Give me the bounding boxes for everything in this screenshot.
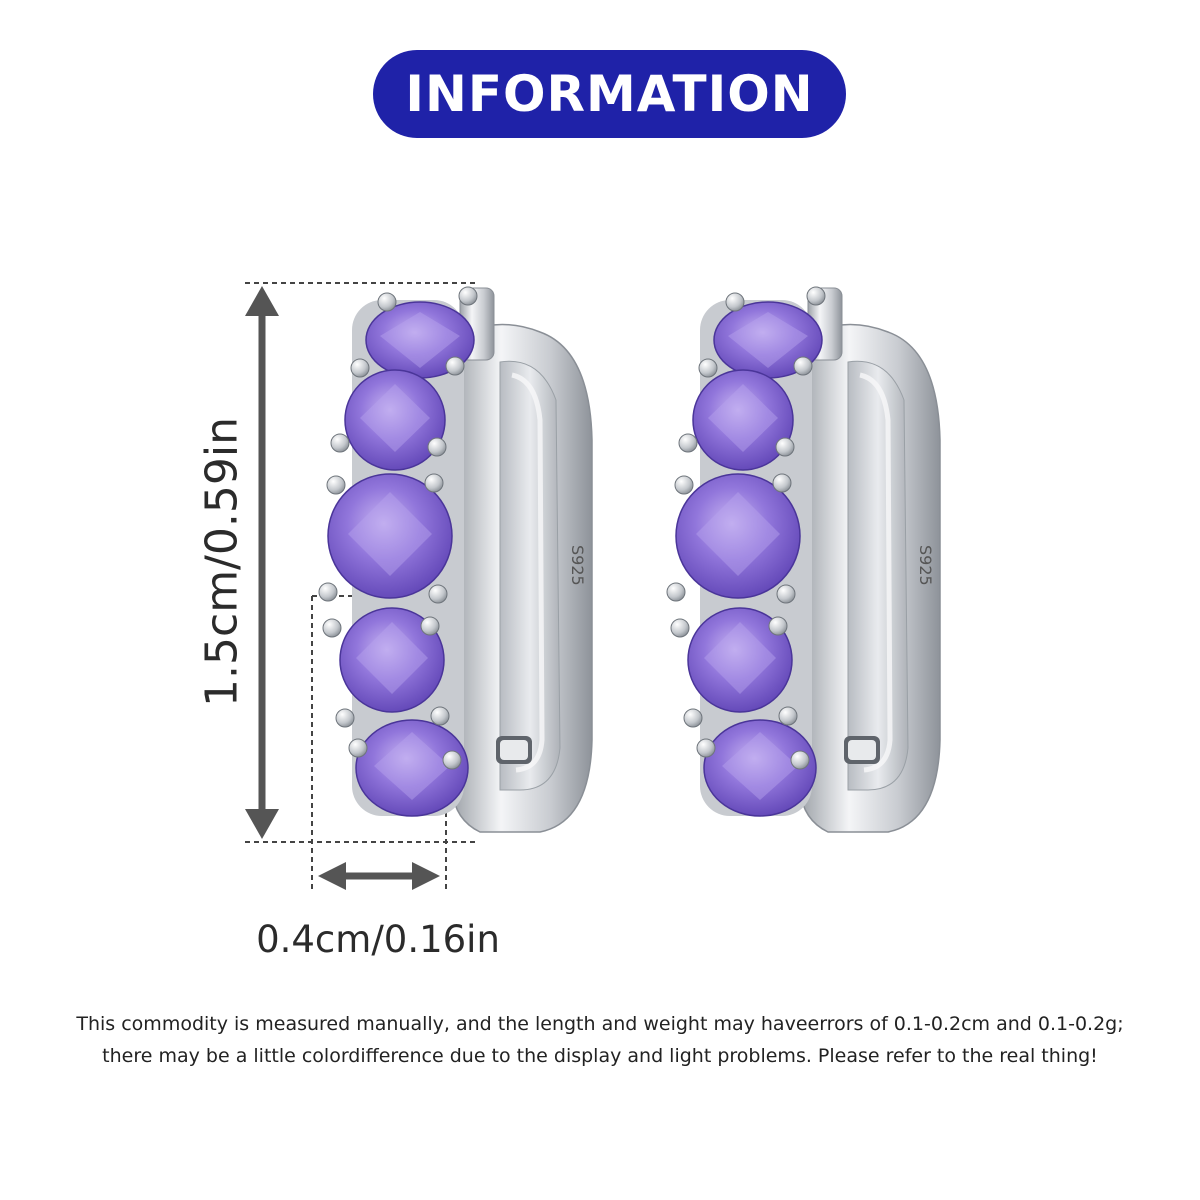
stone-5	[355, 719, 469, 817]
stone-2	[344, 369, 446, 471]
stone-1	[365, 301, 475, 379]
stone-3	[327, 473, 453, 599]
prongs	[318, 286, 478, 770]
information-badge: INFORMATION	[373, 50, 846, 138]
width-label: 0.4cm/0.16in	[256, 918, 500, 961]
earring: S925	[318, 286, 593, 833]
disclaimer-line-2: there may be a little colordifference du…	[102, 1045, 1098, 1067]
stone-4	[339, 607, 445, 713]
stamp-text: S925	[568, 545, 587, 586]
hoop-inner	[499, 360, 561, 791]
height-dimension	[245, 282, 478, 843]
height-label: 1.5cm/0.59in	[196, 417, 248, 707]
disclaimer-line-1: This commodity is measured manually, and…	[76, 1013, 1124, 1035]
